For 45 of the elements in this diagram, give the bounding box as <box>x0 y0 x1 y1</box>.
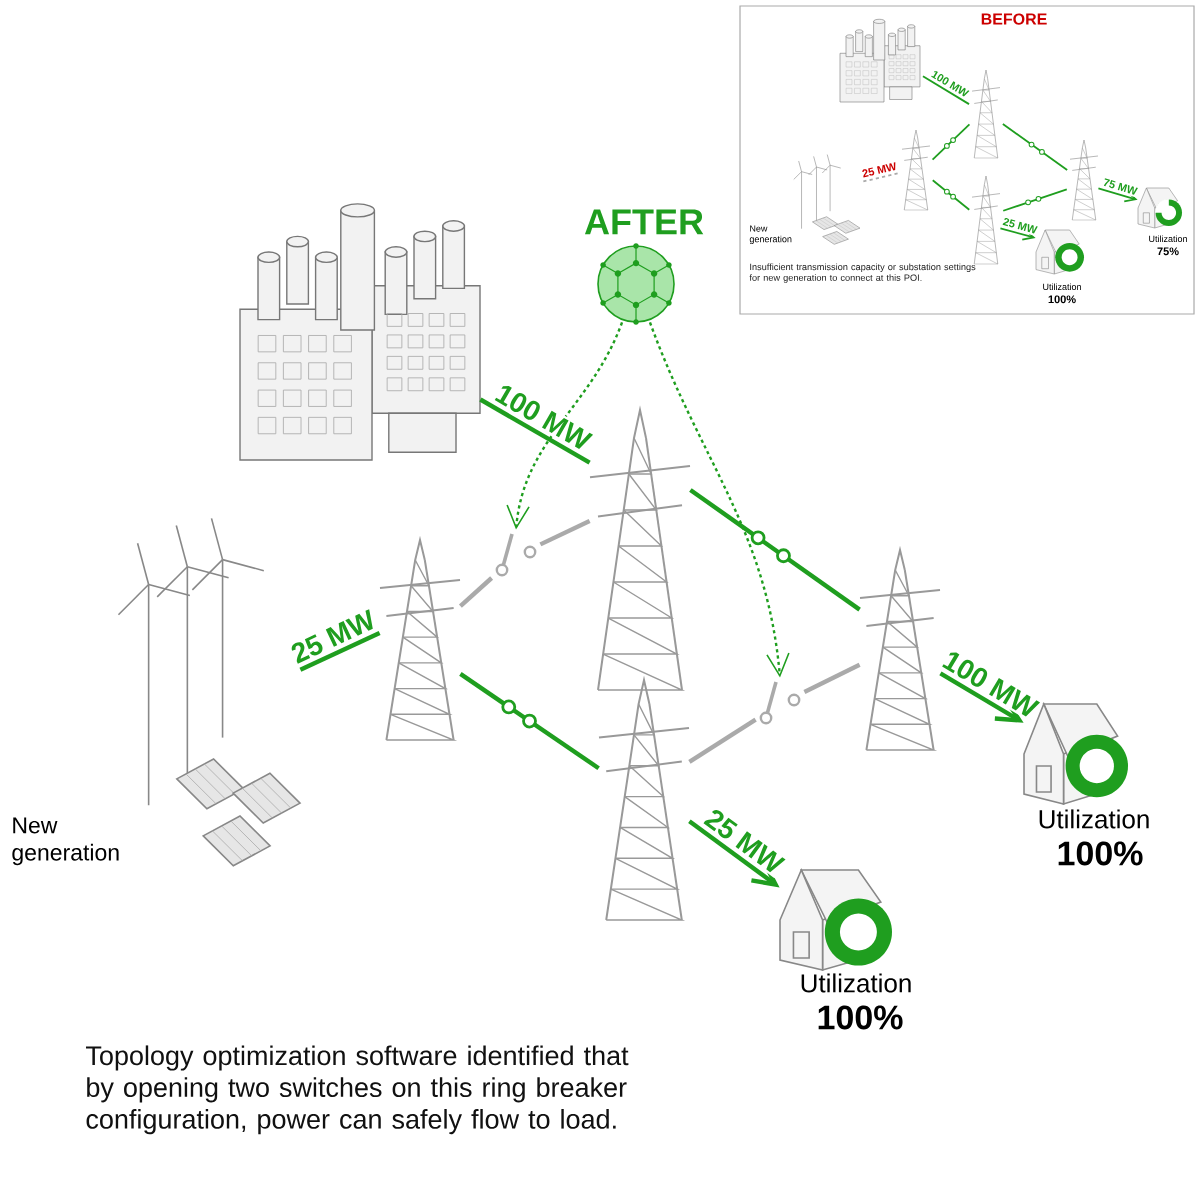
factory-drawing <box>239 203 481 461</box>
optimizer-sphere-icon <box>597 243 675 325</box>
tower-drawing <box>1069 139 1099 221</box>
panel-heading: BEFORE <box>981 13 1047 25</box>
power-line <box>539 518 591 547</box>
tower-drawing <box>589 405 691 691</box>
arrow <box>1097 187 1138 203</box>
power-line <box>1001 123 1069 171</box>
dotted-arrow <box>648 321 790 678</box>
power-line <box>299 630 381 672</box>
node-label: 100% <box>818 1005 903 1030</box>
node-label: New generation <box>12 817 119 866</box>
tower-drawing <box>859 545 941 751</box>
dotted-arrow <box>506 321 624 530</box>
power-line <box>931 179 971 211</box>
tower-drawing <box>971 69 1001 159</box>
power-line <box>689 488 861 612</box>
node-label: 100% <box>1058 841 1143 866</box>
tower-drawing <box>971 175 1001 265</box>
power-line <box>458 576 494 608</box>
power-line <box>922 75 970 106</box>
open-switch-drawing <box>759 681 801 725</box>
arrow <box>939 671 1024 723</box>
power-line <box>459 672 600 771</box>
tower-drawing <box>598 675 690 921</box>
edge-label: 25 MW <box>699 804 789 879</box>
factory-drawing <box>839 18 921 103</box>
tower-drawing <box>379 535 461 741</box>
power-line <box>803 662 861 694</box>
node-label: Utilization <box>801 973 911 993</box>
edge-label: 100 MW <box>490 379 596 455</box>
edge-label: 25 MW <box>286 606 381 667</box>
power-line <box>862 172 900 183</box>
edge-label: 100 MW <box>937 646 1043 722</box>
tower-drawing <box>901 129 931 211</box>
node-label: Utilization <box>1039 809 1149 829</box>
power-line <box>1002 188 1068 212</box>
description-text: Topology optimization software identified that by opening two switches on this ring breaker configuration, power can safely flow to load. <box>86 1045 629 1135</box>
power-line <box>479 397 591 465</box>
arrow <box>999 227 1036 241</box>
power-line <box>931 123 971 161</box>
power-line <box>688 717 757 764</box>
open-switch-drawing <box>495 533 537 577</box>
arrow <box>688 819 780 888</box>
heading: AFTER <box>584 209 704 235</box>
